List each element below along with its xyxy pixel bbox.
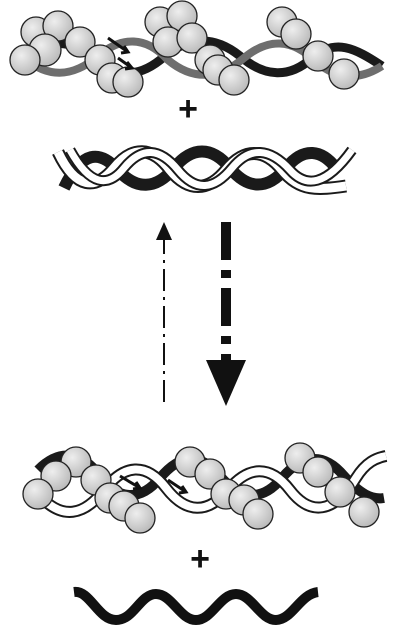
bottom-complex-arrow-accent (120, 476, 140, 489)
protein-subunit (325, 477, 355, 507)
top-plus-sign: + (178, 90, 198, 128)
bottom-protein-helix-complex (23, 443, 386, 533)
protein-subunit (219, 65, 249, 95)
top-protein-filament-complex (10, 1, 382, 97)
protein-subunit (349, 497, 379, 527)
protein-subunit (243, 499, 273, 529)
single-strand-zigzag (74, 592, 318, 620)
top-protein-subunits (10, 1, 359, 97)
protein-subunit (329, 59, 359, 89)
bottom-plus-sign: + (190, 540, 210, 578)
protein-subunit (23, 479, 53, 509)
free-double-helix (58, 150, 352, 189)
protein-subunit (281, 19, 311, 49)
reverse-arrow-thin-dash-dot (156, 222, 172, 402)
protein-subunit (125, 503, 155, 533)
protein-subunit (10, 45, 40, 75)
forward-arrow-thick-dashed (206, 222, 246, 406)
free-single-strand (74, 592, 318, 620)
protein-subunit (113, 67, 143, 97)
protein-subunit (303, 41, 333, 71)
